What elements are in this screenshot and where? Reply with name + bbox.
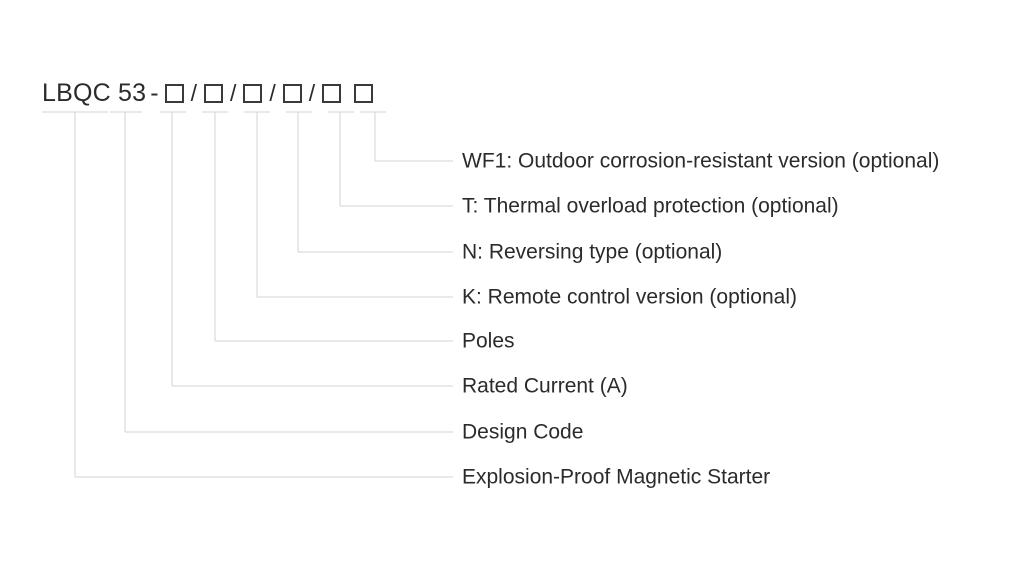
code-box-1[interactable] (164, 83, 184, 103)
callout-label-poles: Poles (462, 329, 515, 353)
code-prefix-lbqc: LBQC 53 (42, 79, 147, 107)
callout-label-wf1: WF1: Outdoor corrosion-resistant version… (462, 149, 940, 173)
code-box-5[interactable] (322, 83, 342, 103)
callout-label-thermal: T: Thermal overload protection (optional… (462, 194, 839, 218)
code-box-3[interactable] (243, 83, 263, 103)
code-box-2[interactable] (203, 83, 223, 103)
callout-label-product: Explosion-Proof Magnetic Starter (462, 465, 771, 489)
callout-label-remote: K: Remote control version (optional) (462, 285, 797, 309)
code-separator-2: / (229, 80, 237, 106)
code-box-4[interactable] (282, 83, 302, 103)
product-code-row: LBQC 53 - / / / / (42, 78, 374, 108)
code-dash: - (150, 79, 159, 107)
callout-label-reversing: N: Reversing type (optional) (462, 240, 723, 264)
code-separator-1: / (190, 80, 197, 106)
callout-label-current: Rated Current (A) (462, 374, 628, 398)
leader-elbows (74, 112, 453, 478)
code-separator-3: / (269, 80, 276, 106)
code-separator-4: / (308, 80, 316, 106)
code-box-6[interactable] (354, 83, 374, 103)
callout-label-design: Design Code (462, 420, 584, 444)
